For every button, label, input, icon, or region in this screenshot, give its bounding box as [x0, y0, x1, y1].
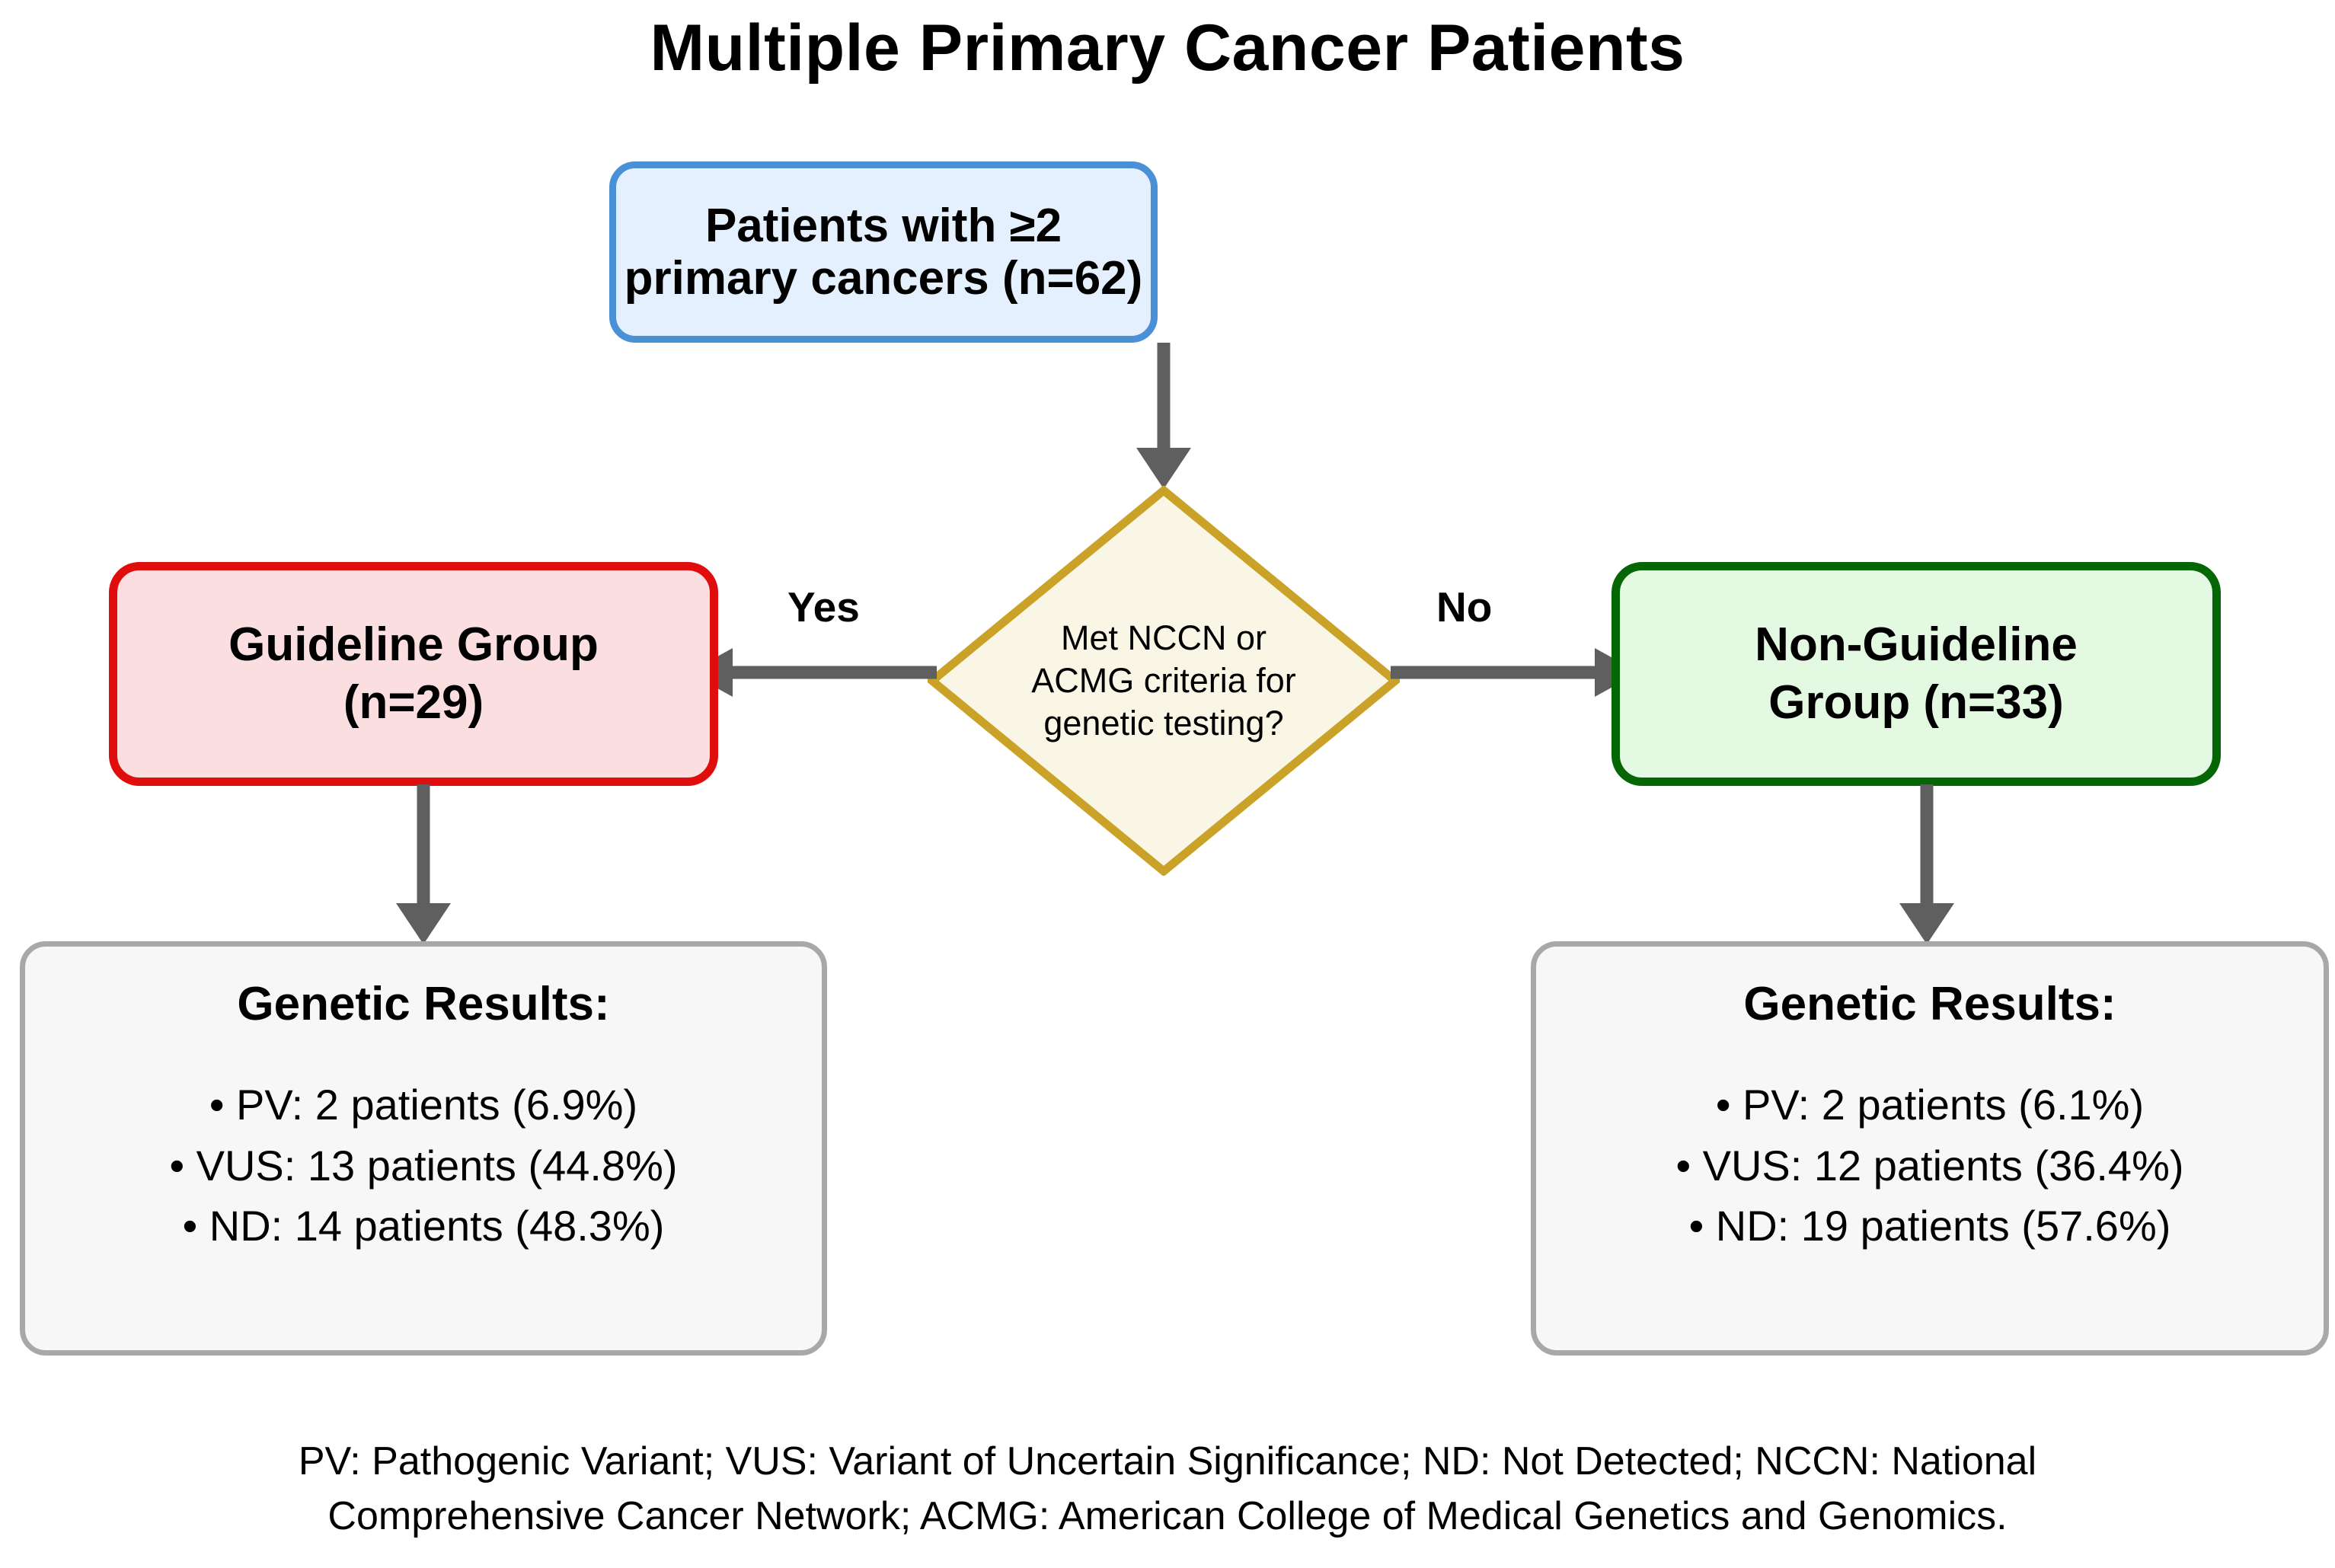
node-cohort-label: Patients with ≥2 primary cancers (n=62) — [624, 199, 1143, 305]
results-guideline-box: Genetic Results: • PV: 2 patients (6.9%)… — [20, 941, 827, 1356]
list-item: • VUS: 12 patients (36.4%) — [1675, 1141, 2184, 1190]
nonguideline-group-line-1: Non-Guideline — [1755, 618, 2078, 672]
results-nonguideline-list: • PV: 2 patients (6.1%) • VUS: 12 patien… — [1536, 1075, 2324, 1257]
list-item: • PV: 2 patients (6.1%) — [1715, 1081, 2145, 1129]
list-item: • PV: 2 patients (6.9%) — [209, 1081, 638, 1129]
nonguideline-group-line-2: Group (n=33) — [1768, 676, 2064, 729]
node-decision-text: Met NCCN or ACMG criteria for genetic te… — [928, 486, 1400, 876]
arrow-decision-to-guideline — [685, 615, 937, 730]
list-item: • VUS: 13 patients (44.8%) — [169, 1141, 678, 1190]
node-guideline-group-box: Guideline Group (n=29) — [109, 562, 718, 786]
results-nonguideline-title: Genetic Results: — [1743, 978, 2116, 1030]
edge-label-yes: Yes — [787, 583, 860, 631]
node-nonguideline-group-box: Non-Guideline Group (n=33) — [1612, 562, 2221, 786]
results-nonguideline-box: Genetic Results: • PV: 2 patients (6.1%)… — [1531, 941, 2329, 1356]
footnote: PV: Pathogenic Variant; VUS: Variant of … — [0, 1435, 2335, 1544]
results-guideline-list: • PV: 2 patients (6.9%) • VUS: 13 patien… — [25, 1075, 822, 1257]
decision-line-2: ACMG criteria for — [1031, 661, 1296, 701]
arrow-decision-to-nonguideline — [1391, 615, 1642, 730]
page-title: Multiple Primary Cancer Patients — [650, 11, 1685, 85]
list-item: • ND: 19 patients (57.6%) — [1688, 1202, 2171, 1250]
node-cohort-box: Patients with ≥2 primary cancers (n=62) — [609, 161, 1158, 343]
arrow-guideline-to-results — [378, 784, 469, 949]
results-guideline-title: Genetic Results: — [237, 978, 610, 1030]
decision-line-1: Met NCCN or — [1060, 618, 1267, 658]
footnote-line-1: PV: Pathogenic Variant; VUS: Variant of … — [298, 1439, 2037, 1483]
decision-line-3: genetic testing? — [1043, 703, 1284, 742]
node-decision-diamond: Met NCCN or ACMG criteria for genetic te… — [928, 486, 1400, 876]
guideline-group-line-1: Guideline Group — [228, 618, 599, 672]
arrow-cohort-to-decision — [1118, 343, 1209, 492]
guideline-group-line-2: (n=29) — [343, 676, 484, 729]
footnote-line-2: Comprehensive Cancer Network; ACMG: Amer… — [327, 1493, 2008, 1538]
arrow-nonguideline-to-results — [1881, 784, 1972, 949]
edge-label-no: No — [1436, 583, 1493, 631]
list-item: • ND: 14 patients (48.3%) — [182, 1202, 665, 1250]
